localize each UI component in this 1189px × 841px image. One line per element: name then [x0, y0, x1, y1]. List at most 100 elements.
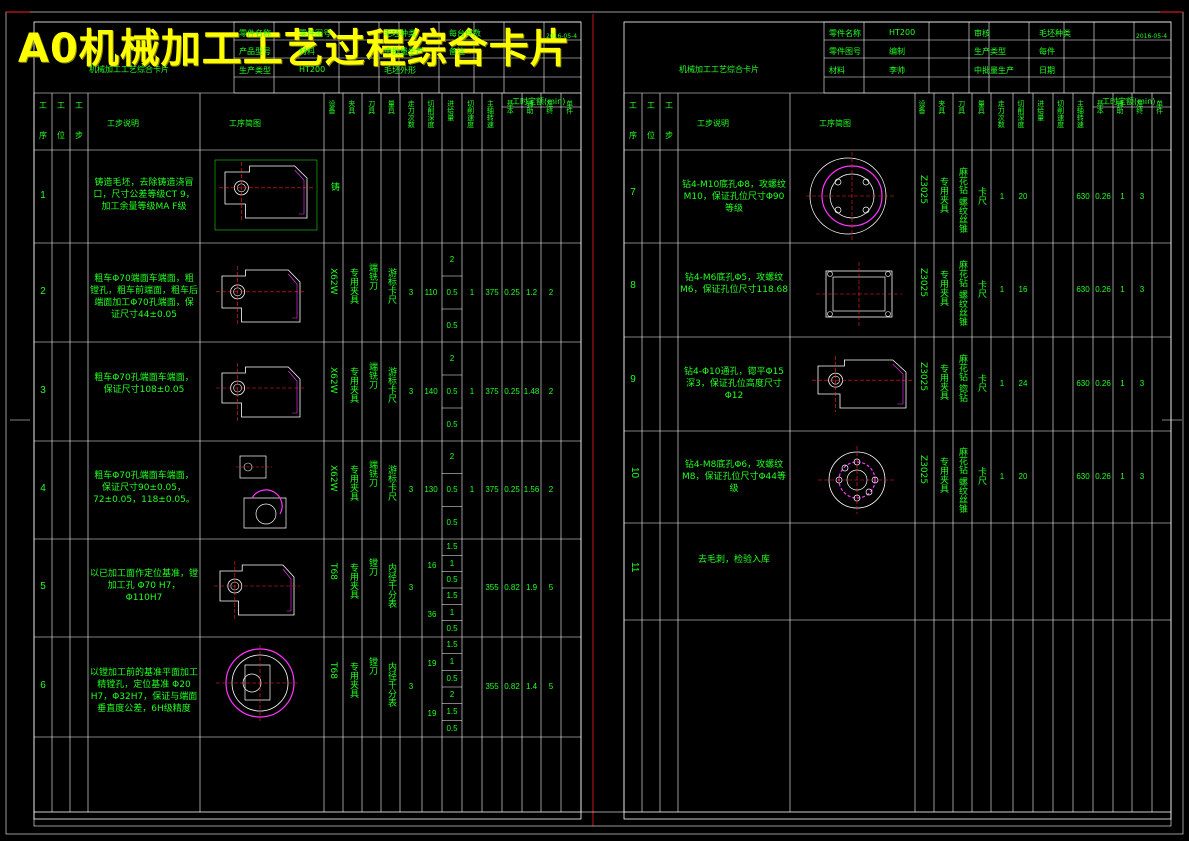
left-row-machine: 铸 [329, 181, 339, 191]
left-header-label: 零件名称 [239, 29, 271, 38]
right-time-head: 工时定额(min) [1102, 97, 1156, 106]
left-col-vhead: 切削深度 [427, 100, 435, 128]
right-row-a: 1 [999, 285, 1005, 294]
sketch-op10-hole [865, 488, 873, 496]
left-row-f: 0.82 [504, 682, 520, 691]
left-row-tool: 镗刀 [367, 558, 377, 576]
outer-border [5, 11, 1184, 835]
right-header-label: 零件图号 [829, 47, 861, 56]
right-header-label: 零件名称 [829, 29, 861, 38]
right-header-date: 2016-05-4 [1136, 33, 1168, 40]
left-row-cut: 0.5 [446, 287, 458, 297]
left-header-label: 每台件数 [449, 29, 481, 38]
right-row-desc: 钻4-M8底孔Φ6，攻螺纹M8，保证孔位尺寸Φ44等级 [681, 460, 787, 494]
right-seq-head: 位 [647, 131, 655, 140]
right-row-b: 20 [1018, 191, 1028, 201]
sketch-op1 [224, 165, 308, 219]
left-row-gauge: 游标卡尺 [386, 267, 396, 304]
right-header-label: 中批量生产 [974, 66, 1014, 75]
left-row-fixture: 专用夹具 [348, 465, 358, 501]
right-row-desc: 去毛刺，检验入库 [697, 554, 770, 565]
left-row-a: 3 [408, 386, 414, 396]
left-row-cut: 1 [449, 558, 455, 568]
right-desc-head: 工步说明 [697, 119, 729, 128]
left-row-cut: 1.5 [446, 542, 458, 552]
right-seq-head: 步 [665, 131, 673, 140]
sketch-op4-arc [251, 489, 283, 515]
left-seq-head: 工 [57, 101, 65, 110]
left-col-vhead: 单件 [565, 100, 574, 114]
left-row-cut: 0.5 [446, 419, 458, 429]
sketch-op1-hatch [294, 169, 305, 215]
right-col-vhead: 切削速度 [1056, 100, 1065, 128]
right-row-g: 1 [1120, 472, 1125, 481]
left-row-sub: 19 [427, 659, 437, 668]
left-row-e: 375 [485, 386, 499, 396]
right-col-vhead: 进给量 [1036, 100, 1045, 121]
left-desc-head: 工步说明 [107, 119, 139, 128]
sketch-op8-hole [827, 311, 833, 317]
left-row-e: 375 [485, 485, 499, 494]
left-row-cut: 2 [449, 254, 455, 264]
right-row-gauge: 卡尺 [976, 467, 986, 485]
left-row-fixture: 专用夹具 [348, 662, 358, 698]
right-col-vhead: 主轴转速 [1076, 100, 1085, 128]
left-row-cut: 1.5 [446, 707, 458, 716]
left-header-date: 2016-05-4 [546, 33, 578, 40]
left-row-gauge: 内径千分表 [386, 662, 396, 707]
right-row-g: 1 [1120, 191, 1125, 201]
left-row-cut: 1.5 [446, 640, 458, 650]
left-row-h: 2 [548, 485, 554, 494]
right-row-h: 3 [1139, 472, 1145, 481]
right-row-e: 630 [1076, 285, 1090, 294]
left-row-cut: 2 [449, 353, 455, 363]
right-row-machine: Z3025 [918, 268, 928, 298]
left-header-label: 零件图号 [299, 29, 331, 38]
page-title: A0机械加工工艺过程综合卡片 [18, 26, 571, 72]
right-row-gauge: 卡尺 [976, 280, 986, 298]
right-row-h: 3 [1139, 285, 1145, 294]
left-row-g: 1.9 [525, 583, 538, 592]
right-header-label: 审核 [974, 29, 990, 38]
right-header-label: 日期 [1039, 66, 1055, 75]
sketch-op5 [219, 564, 295, 616]
right-row-gauge: 卡尺 [976, 374, 986, 392]
sketch-op3-hatch [288, 370, 298, 414]
left-row-e: 375 [485, 287, 499, 297]
left-row-sub: 19 [427, 709, 437, 718]
left-row-e: 355 [485, 682, 499, 691]
left-row-tool: 端铣刀 [367, 262, 377, 290]
left-header-label: 材料 [299, 47, 315, 56]
left-header-label: 中批量生产 [384, 47, 424, 56]
left-time-head: 工时定额(min) [512, 97, 566, 106]
left-row-no: 6 [40, 680, 46, 691]
sketch-op7-hole [862, 206, 870, 214]
left-row-desc: 粗车Φ70孔端面车端面，保证尺寸90±0.05，72±0.05，118±0.05… [93, 471, 195, 505]
left-col-vhead: 主轴转速 [486, 100, 495, 128]
sketch-op2-hatch [288, 273, 298, 319]
right-header-label: 生产类型 [974, 47, 1006, 56]
right-header-label: 李帅 [889, 66, 905, 75]
right-row-no: 8 [630, 280, 636, 291]
right-row-b: 16 [1018, 285, 1028, 294]
left-seq-head: 步 [75, 131, 83, 140]
left-col-vhead: 量具 [387, 100, 396, 114]
left-col-vhead: 准终 [545, 100, 554, 114]
sketch-op4-side [243, 497, 287, 529]
left-row-fixture: 专用夹具 [348, 267, 358, 304]
right-row-b: 24 [1018, 379, 1028, 388]
left-row-a: 3 [408, 583, 414, 592]
sketch-op8-hole [827, 271, 833, 277]
left-header-label: 毛坯种类 [384, 29, 416, 38]
left-col-vhead: 设备 [328, 100, 336, 114]
right-row-h: 3 [1139, 191, 1145, 201]
left-row-g: 1.2 [525, 287, 538, 297]
sketch-op3 [221, 366, 301, 418]
sketch-op8-hole [885, 271, 891, 277]
sketch-op9 [817, 359, 907, 409]
right-row-fixture: 专用夹具 [938, 176, 948, 213]
sketch-op2 [221, 269, 301, 323]
sketch-op7-hole [834, 206, 842, 214]
right-row-tool: 麻花钻 螺纹丝锥 [957, 166, 967, 233]
sketch-op6-cut [244, 664, 271, 701]
